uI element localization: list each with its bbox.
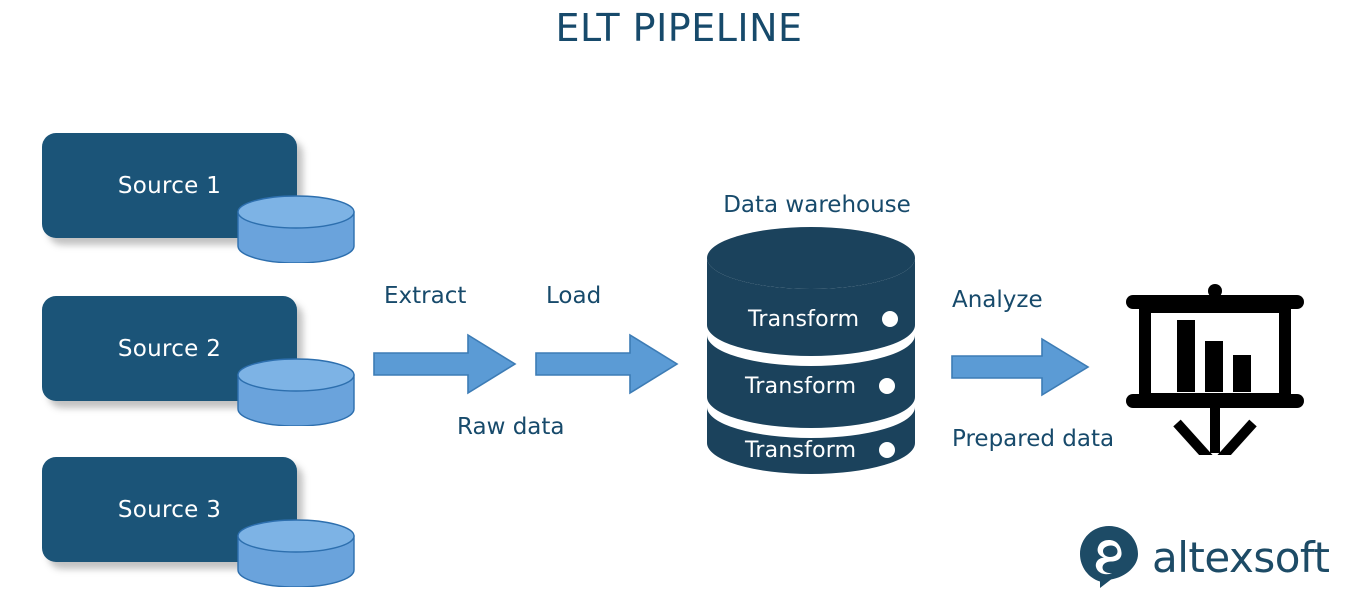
database-cylinder-icon [237, 358, 355, 426]
status-dot-icon [879, 378, 895, 394]
caption-prepared-data: Prepared data [952, 426, 1115, 452]
source-label-2: Source 2 [117, 335, 222, 362]
source-group-1: Source 1 [42, 133, 362, 268]
source-group-3: Source 3 [42, 457, 362, 592]
source-group-2: Source 2 [42, 296, 362, 431]
data-warehouse-group: Data warehouse Transform Transform Trans… [692, 192, 942, 482]
altexsoft-logo[interactable]: altexsoft [1078, 524, 1330, 590]
right-arrow-icon-load [535, 333, 679, 395]
data-warehouse-cylinder-icon[interactable] [705, 225, 917, 475]
warehouse-band-label-2: Transform [745, 374, 857, 399]
caption-raw-data: Raw data [457, 414, 565, 440]
page-title: ELT PIPELINE [555, 6, 803, 50]
source-label-3: Source 3 [117, 496, 222, 523]
stage-label-analyze: Analyze [952, 287, 1043, 313]
data-warehouse-caption: Data warehouse [723, 192, 911, 218]
presentation-bar-chart-icon[interactable] [1120, 283, 1312, 455]
stage-label-load: Load [546, 283, 602, 309]
database-cylinder-icon [237, 195, 355, 263]
altexsoft-wordmark: altexsoft [1152, 532, 1330, 582]
database-cylinder-icon [237, 519, 355, 587]
warehouse-band-label-3: Transform [745, 438, 857, 463]
right-arrow-icon-analyze [951, 337, 1090, 397]
warehouse-band-label-1: Transform [748, 307, 860, 332]
right-arrow-icon-extract [373, 333, 517, 395]
status-dot-icon [879, 442, 895, 458]
altexsoft-speech-bubble-icon [1080, 526, 1138, 588]
status-dot-icon [882, 311, 898, 327]
stage-label-extract: Extract [384, 283, 467, 309]
source-label-1: Source 1 [117, 172, 222, 199]
